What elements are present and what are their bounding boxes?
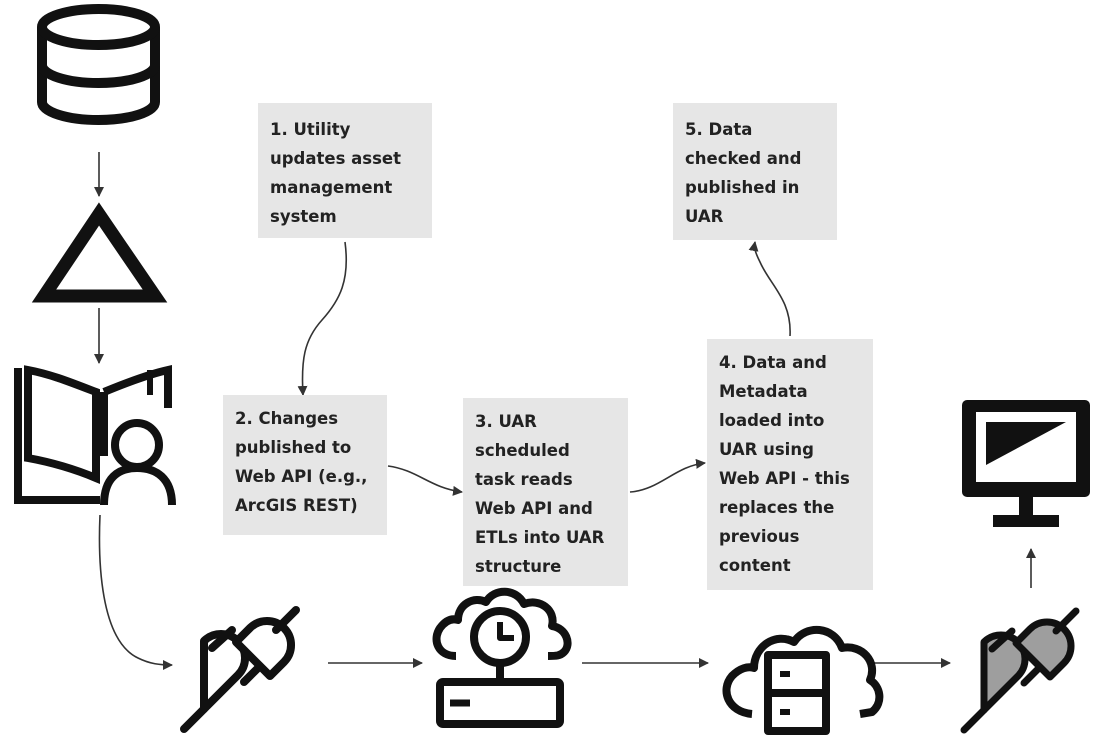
step-4-line: 4. Data and bbox=[719, 353, 827, 372]
step-4-line: replaces the bbox=[719, 498, 835, 517]
arrow-book-to-plug bbox=[98, 514, 173, 670]
step-1-box: 1. Utility updates asset management syst… bbox=[258, 103, 432, 238]
cloud-clock-server-icon bbox=[432, 587, 572, 728]
step-4-line: content bbox=[719, 556, 791, 575]
triangle-icon bbox=[31, 202, 168, 303]
step-5-box: 5. Data checked and published in UAR bbox=[673, 103, 837, 240]
step-4-line: UAR using bbox=[719, 440, 814, 459]
step-4-line: loaded into bbox=[719, 411, 825, 430]
step-3-line: Web API and bbox=[475, 499, 593, 518]
step-1-line: updates asset bbox=[270, 149, 402, 168]
step-1-line: 1. Utility bbox=[270, 120, 351, 139]
database-icon bbox=[37, 4, 160, 125]
step-4-line: Web API - this bbox=[719, 469, 850, 488]
arrow-step4-to-step5 bbox=[748, 241, 791, 337]
step-2-line: 2. Changes bbox=[235, 409, 339, 428]
step-3-line: 3. UAR bbox=[475, 412, 537, 431]
step-5-line: published in bbox=[685, 178, 800, 197]
step-3-line: structure bbox=[475, 557, 562, 576]
step-3-line: scheduled bbox=[475, 441, 570, 460]
step-2-line: ArcGIS REST) bbox=[235, 496, 358, 515]
step-2-line: Web API (e.g., bbox=[235, 467, 368, 486]
cloud-server-icon bbox=[722, 625, 884, 735]
step-5-line: UAR bbox=[685, 207, 724, 226]
step-1-line: system bbox=[270, 207, 337, 226]
book-user-icon bbox=[14, 365, 176, 506]
step-4-line: Metadata bbox=[719, 382, 808, 401]
step-1-line: management bbox=[270, 178, 393, 197]
step-2-line: published to bbox=[235, 438, 352, 457]
step-4-box: 4. Data and Metadata loaded into UAR usi… bbox=[707, 339, 873, 590]
plug-filled-icon bbox=[960, 607, 1080, 734]
step-3-line: ETLs into UAR bbox=[475, 528, 605, 547]
step-5-line: checked and bbox=[685, 149, 802, 168]
plug-icon bbox=[180, 606, 300, 733]
step-3-box: 3. UAR scheduled task reads Web API and … bbox=[463, 398, 628, 586]
monitor-icon bbox=[962, 400, 1090, 527]
step-4-line: previous bbox=[719, 527, 800, 546]
arrow-step1-to-step2 bbox=[297, 241, 348, 396]
arrow-step3-to-step4 bbox=[629, 458, 706, 493]
step-3-line: task reads bbox=[475, 470, 573, 489]
step-5-line: 5. Data bbox=[685, 120, 753, 139]
arrow-step2-to-step3 bbox=[387, 465, 463, 496]
step-2-box: 2. Changes published to Web API (e.g., A… bbox=[223, 395, 387, 535]
connectors bbox=[94, 152, 1036, 670]
